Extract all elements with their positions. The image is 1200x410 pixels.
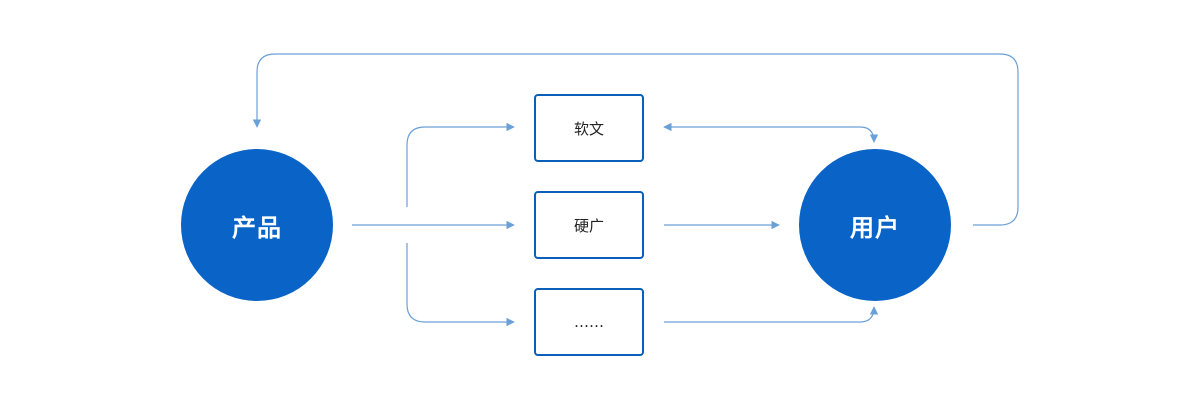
channel-box-softtext: 软文 <box>534 94 644 162</box>
arrow-branch-to-softtext <box>406 122 515 207</box>
channel-label-more: …… <box>574 313 604 331</box>
channel-box-hardad: 硬广 <box>534 191 644 259</box>
user-node-label: 用户 <box>850 213 900 242</box>
product-node-label: 产品 <box>232 213 282 242</box>
product-node: 产品 <box>181 149 333 301</box>
arrow-user-feedback-to-product <box>252 53 1019 226</box>
arrow-branch-to-more <box>406 243 515 327</box>
channel-label-hardad: 硬广 <box>573 216 604 235</box>
arrow-softtext-user-bidirectional <box>663 122 879 143</box>
channel-label-softtext: 软文 <box>573 119 604 138</box>
channel-box-more: …… <box>534 288 644 356</box>
arrow-more-to-user <box>664 306 879 323</box>
user-node: 用户 <box>799 149 951 301</box>
